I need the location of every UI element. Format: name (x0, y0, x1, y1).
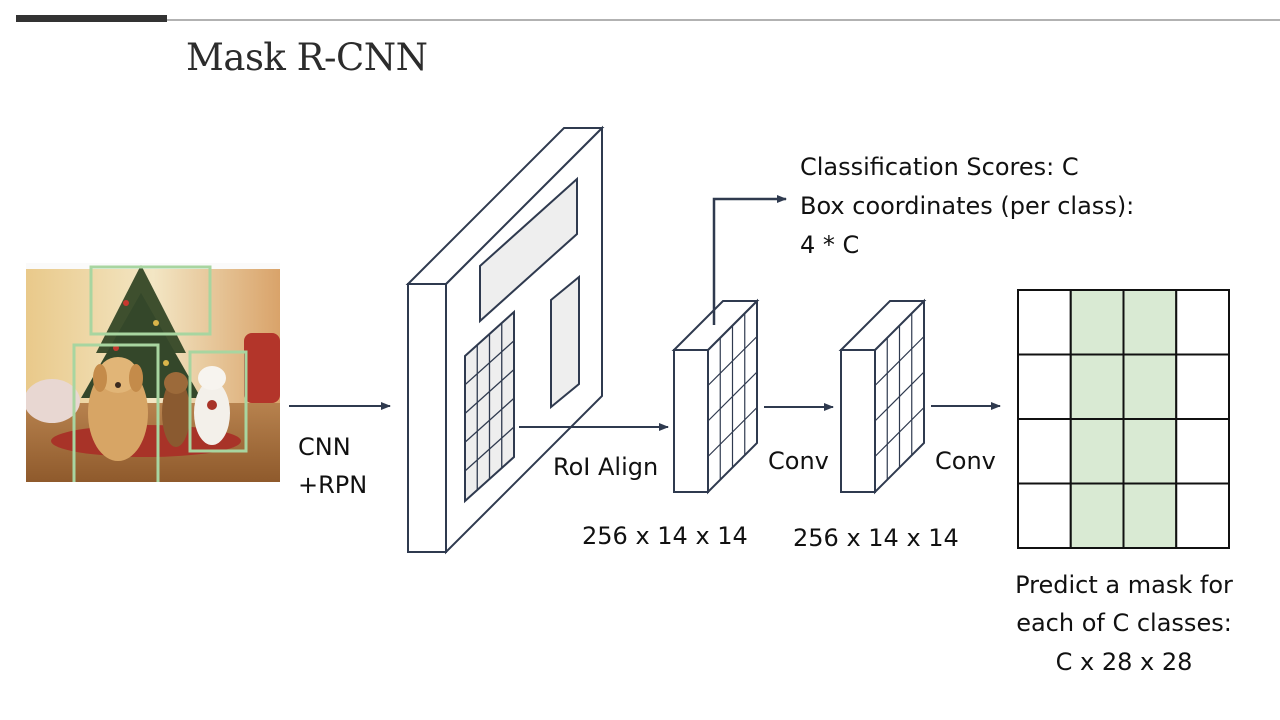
mask-cell (1122, 353, 1178, 420)
mask-cell (1122, 482, 1178, 549)
mask-caption-line-2: each of C classes: (1016, 609, 1232, 637)
title-rule (16, 15, 1280, 22)
roi-feature-cube (671, 298, 760, 495)
mask-cell (1017, 418, 1072, 485)
mask-cell (1122, 289, 1178, 356)
bbox-cat (188, 350, 248, 453)
dims-label-2: 256 x 14 x 14 (793, 524, 959, 552)
roi-grid-region (464, 309, 515, 504)
mask-grid (1017, 289, 1230, 549)
bbox-dog (72, 343, 160, 482)
proposal-region-top (479, 176, 578, 324)
mask-caption-line-1: Predict a mask for (1015, 571, 1233, 599)
mask-cell (1175, 289, 1230, 356)
bbox-tree (89, 265, 212, 336)
title-rule-thick (16, 15, 167, 22)
conv-feature-cube (838, 298, 927, 495)
cnn-label: CNN (298, 433, 351, 461)
mask-cell (1069, 418, 1125, 485)
mask-cell (1069, 353, 1125, 420)
mask-cell (1175, 418, 1230, 485)
mask-cell (1122, 418, 1178, 485)
mask-cell (1017, 482, 1072, 549)
classification-scores-label: Classification Scores: C (800, 153, 1079, 181)
conv-label-1: Conv (768, 447, 829, 475)
arrow-to-classification (712, 195, 787, 325)
proposal-region-right (550, 274, 580, 410)
mask-cell (1069, 482, 1125, 549)
mask-caption-line-3: C x 28 x 28 (1055, 648, 1193, 676)
rpn-label: +RPN (298, 471, 368, 499)
conv-label-2: Conv (935, 447, 996, 475)
roi-align-label: RoI Align (553, 453, 659, 481)
box-coordinates-count-label: 4 * C (800, 231, 860, 259)
dims-label-1: 256 x 14 x 14 (582, 522, 748, 550)
input-image (26, 263, 280, 482)
mask-cell (1175, 353, 1230, 420)
mask-cell (1017, 289, 1072, 356)
slide-title: Mask R-CNN (186, 36, 428, 79)
mask-cell (1069, 289, 1125, 356)
mask-cell (1175, 482, 1230, 549)
mask-cell (1017, 353, 1072, 420)
box-coordinates-label: Box coordinates (per class): (800, 192, 1135, 220)
